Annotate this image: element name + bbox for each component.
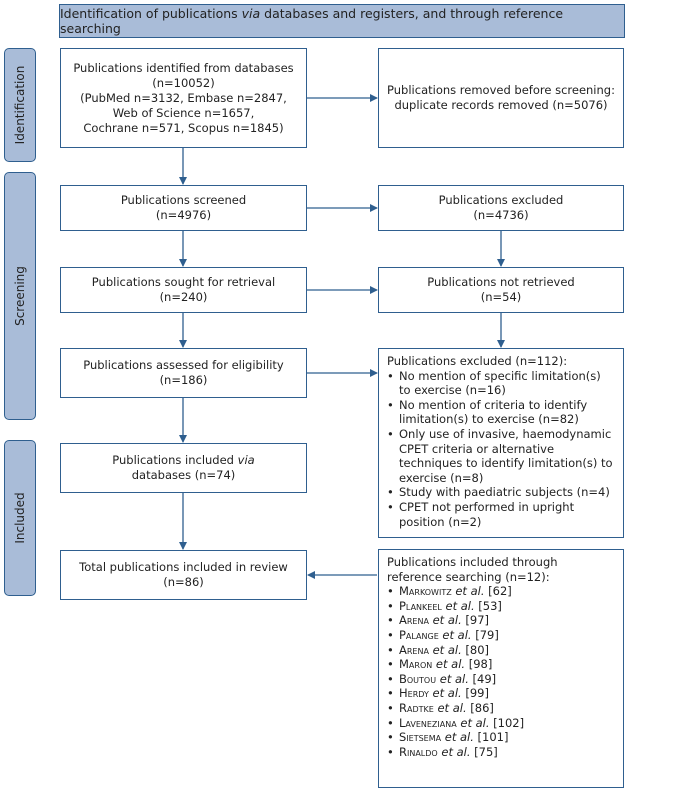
identified-line-1: Publications identified from databases xyxy=(73,60,294,75)
assessed-line-2: (n=186) xyxy=(159,373,208,387)
box-total-included: Total publications included in review (n… xyxy=(60,550,307,600)
phase-identification: Identification xyxy=(4,48,36,162)
reference-list: Markowitz et al. [62]Plankeel et al. [53… xyxy=(387,584,615,759)
flow-header: Identification of publications via datab… xyxy=(59,4,625,38)
reference-item: Laveneziana et al. [102] xyxy=(387,716,615,731)
sought-line-2: (n=240) xyxy=(159,290,208,304)
included-databases-line-1: Publications included via xyxy=(112,453,255,467)
not-retrieved-line-1: Publications not retrieved xyxy=(427,275,575,289)
phase-screening: Screening xyxy=(4,172,36,420)
box-removed: Publications removed before screening: d… xyxy=(378,48,624,148)
box-not-retrieved: Publications not retrieved (n=54) xyxy=(378,267,624,313)
sought-line-1: Publications sought for retrieval xyxy=(91,275,276,289)
excluded-eligibility-title: Publications excluded (n=112): xyxy=(387,354,568,368)
total-line-2: (n=86) xyxy=(163,575,204,589)
reference-item: Arena et al. [97] xyxy=(387,613,615,628)
box-included-databases: Publications included via databases (n=7… xyxy=(60,443,307,493)
reference-searching-title: Publications included through reference … xyxy=(387,555,558,584)
screened-line-1: Publications screened xyxy=(120,193,247,207)
exclusion-reason: No mention of specific limitation(s) to … xyxy=(387,369,615,398)
header-text: Identification of publications via datab… xyxy=(60,6,564,36)
reference-item: Boutou et al. [49] xyxy=(387,672,615,687)
assessed-line-1: Publications assessed for eligibility xyxy=(83,358,284,372)
exclusion-reason: No mention of criteria to identify limit… xyxy=(387,398,615,427)
screened-line-2: (n=4976) xyxy=(155,208,212,222)
included-databases-line-2: databases (n=74) xyxy=(131,468,236,482)
box-sought: Publications sought for retrieval (n=240… xyxy=(60,267,307,313)
box-screened: Publications screened (n=4976) xyxy=(60,185,307,231)
reference-item: Rinaldo et al. [75] xyxy=(387,745,615,760)
box-identified: Publications identified from databases (… xyxy=(60,48,307,148)
reference-item: Palange et al. [79] xyxy=(387,628,615,643)
identified-line-2: (n=10052) xyxy=(152,75,215,90)
reference-item: Sietsema et al. [101] xyxy=(387,730,615,745)
exclusion-reason: Only use of invasive, haemodynamic CPET … xyxy=(387,427,615,485)
phase-included: Included xyxy=(4,440,36,596)
reference-item: Plankeel et al. [53] xyxy=(387,599,615,614)
exclusion-reason: CPET not performed in upright position (… xyxy=(387,500,615,529)
excluded-screening-line-2: (n=4736) xyxy=(473,208,529,222)
reference-item: Herdy et al. [99] xyxy=(387,686,615,701)
total-line-1: Total publications included in review xyxy=(79,560,288,574)
reference-item: Arena et al. [80] xyxy=(387,643,615,658)
reference-item: Radtke et al. [86] xyxy=(387,701,615,716)
identified-line-4: Web of Science n=1657, xyxy=(112,105,255,120)
box-excluded-eligibility: Publications excluded (n=112): No mentio… xyxy=(378,348,624,538)
exclusion-reason: Study with paediatric subjects (n=4) xyxy=(387,485,615,500)
identified-line-3: (PubMed n=3132, Embase n=2847, xyxy=(80,90,287,105)
exclusion-reasons-list: No mention of specific limitation(s) to … xyxy=(387,369,615,530)
box-excluded-screening: Publications excluded (n=4736) xyxy=(378,185,624,231)
box-reference-searching: Publications included through reference … xyxy=(378,549,624,788)
box-assessed: Publications assessed for eligibility (n… xyxy=(60,348,307,398)
not-retrieved-line-2: (n=54) xyxy=(480,290,522,304)
removed-line-2: duplicate records removed (n=5076) xyxy=(394,98,608,112)
removed-line-1: Publications removed before screening: xyxy=(387,83,615,97)
reference-item: Markowitz et al. [62] xyxy=(387,584,615,599)
reference-item: Maron et al. [98] xyxy=(387,657,615,672)
excluded-screening-line-1: Publications excluded xyxy=(438,193,564,207)
identified-line-5: Cochrane n=571, Scopus n=1845) xyxy=(83,120,284,135)
